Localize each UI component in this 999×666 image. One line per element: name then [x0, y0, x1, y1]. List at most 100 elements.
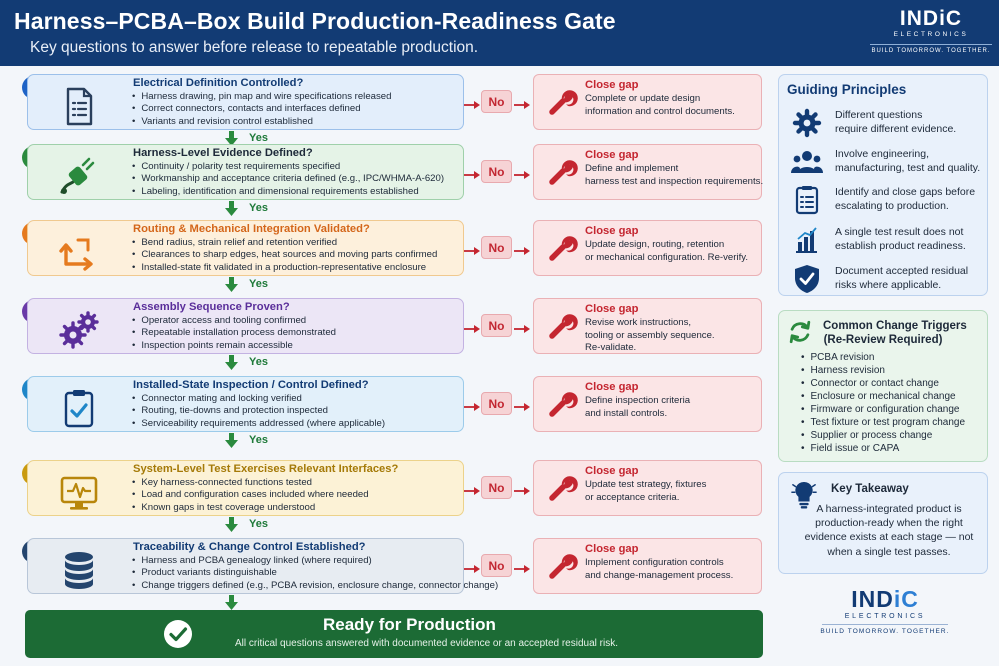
step-card: Routing & Mechanical Integration Validat… — [27, 220, 464, 276]
step-card: Electrical Definition Controlled? Harness… — [27, 74, 464, 130]
wrench-icon — [548, 310, 578, 340]
lightbulb-icon — [791, 481, 817, 509]
principle-text: Involve engineering, manufacturing, test… — [835, 148, 981, 174]
arrow-down-icon — [225, 595, 238, 610]
criteria-item: Clearances to sharp edges, heat sources … — [132, 249, 437, 261]
no-decision-badge: No — [481, 554, 512, 577]
trigger-item: Firmware or configuration change — [801, 403, 965, 416]
key-takeaway-panel: Key Takeaway A harness-integrated produc… — [778, 472, 988, 574]
no-decision-badge: No — [481, 90, 512, 113]
trigger-item: Connector or contact change — [801, 377, 965, 390]
close-gap-action: Update design, routing, retention or mec… — [585, 239, 748, 263]
principle-text: Different questions require different ev… — [835, 109, 957, 135]
wrench-icon — [548, 388, 578, 418]
arrow-right-icon — [463, 97, 481, 109]
yes-label: Yes — [249, 434, 268, 446]
principles-title: Guiding Principles — [787, 82, 907, 97]
step-question: System-Level Test Exercises Relevant Int… — [133, 463, 399, 475]
criteria-item: Change triggers defined (e.g., PCBA revi… — [132, 580, 498, 592]
trigger-item: Test fixture or test program change — [801, 416, 966, 429]
criteria-item: Known gaps in test coverage understood — [132, 502, 369, 514]
logo-tagline: BUILD TOMORROW. TOGETHER. — [871, 48, 991, 54]
check-circle-icon — [164, 620, 192, 648]
arrow-right-icon — [463, 321, 481, 333]
step-card: Traceability & Change Control Establishe… — [27, 538, 498, 594]
monitor-waveform-icon — [56, 470, 102, 514]
logo-tagline: BUILD TOMORROW. TOGETHER. — [820, 628, 950, 635]
logo-wordmark: INDiC — [851, 586, 919, 612]
step-question: Installed-State Inspection / Control Def… — [133, 379, 369, 391]
step-question: Harness-Level Evidence Defined? — [133, 147, 313, 159]
yes-label: Yes — [249, 132, 268, 144]
close-gap-title: Close gap — [585, 465, 639, 477]
close-gap-title: Close gap — [585, 149, 639, 161]
principle-text: A single test result does not establish … — [835, 226, 966, 252]
arrow-down-icon — [225, 355, 238, 375]
step-question: Traceability & Change Control Establishe… — [133, 541, 366, 553]
arrow-down-icon — [225, 277, 238, 297]
criteria-item: Workmanship and acceptance criteria defi… — [132, 173, 444, 185]
takeaway-title: Key Takeaway — [831, 483, 909, 495]
wrench-icon — [548, 472, 578, 502]
close-gap-action: Update test strategy, fixtures or accept… — [585, 479, 707, 503]
wrench-icon — [548, 86, 578, 116]
step-criteria-list: Key harness-connected functions testedLo… — [132, 477, 369, 514]
footer-logo: INDiC ELECTRONICS BUILD TOMORROW. TOGETH… — [812, 587, 958, 635]
arrow-down-icon — [225, 517, 238, 537]
no-decision-badge: No — [481, 314, 512, 337]
wrench-icon — [548, 156, 578, 186]
close-gap-title: Close gap — [585, 543, 639, 555]
no-decision-badge: No — [481, 160, 512, 183]
criteria-item: Bend radius, strain relief and retention… — [132, 237, 437, 249]
header-logo: INDiC ELECTRONICS BUILD TOMORROW. TOGETH… — [866, 4, 996, 62]
header-banner: Harness–PCBA–Box Build Production-Readin… — [0, 0, 999, 66]
close-gap-action: Revise work instructions, tooling or ass… — [585, 317, 715, 353]
step-question: Routing & Mechanical Integration Validat… — [133, 223, 370, 235]
close-gap-title: Close gap — [585, 225, 639, 237]
criteria-item: Continuity / polarity test requirements … — [132, 161, 444, 173]
arrow-right-icon — [513, 561, 531, 573]
triggers-list: PCBA revisionHarness revisionConnector o… — [801, 351, 966, 455]
criteria-item: Routing, tie-downs and protection inspec… — [132, 405, 385, 417]
arrow-right-icon — [513, 97, 531, 109]
routing-arrows-icon — [56, 230, 102, 274]
gears-icon — [56, 308, 102, 352]
criteria-item: Harness drawing, pin map and wire specif… — [132, 91, 391, 103]
close-gap-action: Define inspection criteria and install c… — [585, 395, 691, 419]
criteria-item: Inspection points remain accessible — [132, 340, 336, 352]
criteria-item: Connector mating and locking verified — [132, 393, 385, 405]
trigger-item: Field issue or CAPA — [801, 442, 965, 455]
no-decision-badge: No — [481, 392, 512, 415]
logo-subtext: ELECTRONICS — [844, 613, 926, 620]
arrow-right-icon — [463, 399, 481, 411]
page-title: Harness–PCBA–Box Build Production-Readin… — [14, 8, 616, 34]
close-gap-title: Close gap — [585, 303, 639, 315]
arrow-down-icon — [225, 433, 238, 459]
criteria-item: Repeatable installation process demonstr… — [132, 327, 336, 339]
arrow-right-icon — [513, 321, 531, 333]
page-subtitle: Key questions to answer before release t… — [30, 39, 479, 56]
arrow-right-icon — [513, 399, 531, 411]
criteria-item: Product variants distinguishable — [132, 567, 498, 579]
no-decision-badge: No — [481, 476, 512, 499]
final-title: Ready for Production — [323, 615, 496, 634]
wrench-icon — [548, 550, 578, 580]
arrow-down-icon — [225, 201, 238, 219]
arrow-right-icon — [513, 243, 531, 255]
connector-plug-icon — [56, 154, 102, 198]
close-gap-title: Close gap — [585, 79, 639, 91]
takeaway-text: A harness-integrated product is producti… — [804, 503, 974, 558]
arrow-right-icon — [513, 483, 531, 495]
criteria-item: Labeling, identification and dimensional… — [132, 186, 444, 198]
step-card: System-Level Test Exercises Relevant Int… — [27, 460, 464, 516]
step-question: Electrical Definition Controlled? — [133, 77, 304, 89]
arrow-right-icon — [463, 243, 481, 255]
criteria-item: Correct connectors, contacts and interfa… — [132, 103, 391, 115]
close-gap-action: Complete or update design information an… — [585, 93, 735, 117]
step-question: Assembly Sequence Proven? — [133, 301, 290, 313]
